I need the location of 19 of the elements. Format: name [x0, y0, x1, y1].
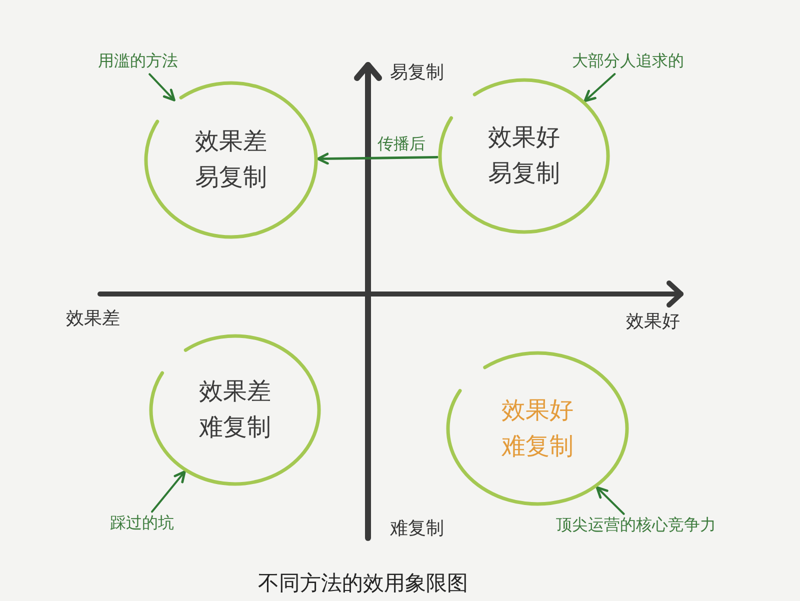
- annotation-text: 顶尖运营的核心竞争力: [556, 516, 716, 536]
- circle-text: 效果差难复制: [198, 377, 272, 443]
- arrow: [316, 152, 438, 165]
- leader-arrow: [584, 73, 616, 102]
- axis-label: 易复制: [390, 62, 444, 84]
- circle-text: 效果好易复制: [486, 123, 561, 189]
- annotation-text: 大部分人追求的: [572, 52, 684, 72]
- annotation-text: 踩过的坑: [110, 514, 174, 534]
- edge-label: 传播后: [376, 134, 426, 154]
- axis-label: 效果差: [66, 308, 120, 330]
- caption: 不同方法的效用象限图: [258, 571, 468, 596]
- leader-arrow: [596, 486, 625, 515]
- axis-label: 效果好: [626, 311, 680, 333]
- circle-text: 效果好难复制: [500, 396, 574, 462]
- axis-label: 难复制: [390, 518, 444, 540]
- leader-arrow: [148, 73, 176, 102]
- leader-arrow: [151, 470, 186, 513]
- annotation-text: 用滥的方法: [98, 52, 178, 72]
- circle-text: 效果差易复制: [194, 127, 268, 193]
